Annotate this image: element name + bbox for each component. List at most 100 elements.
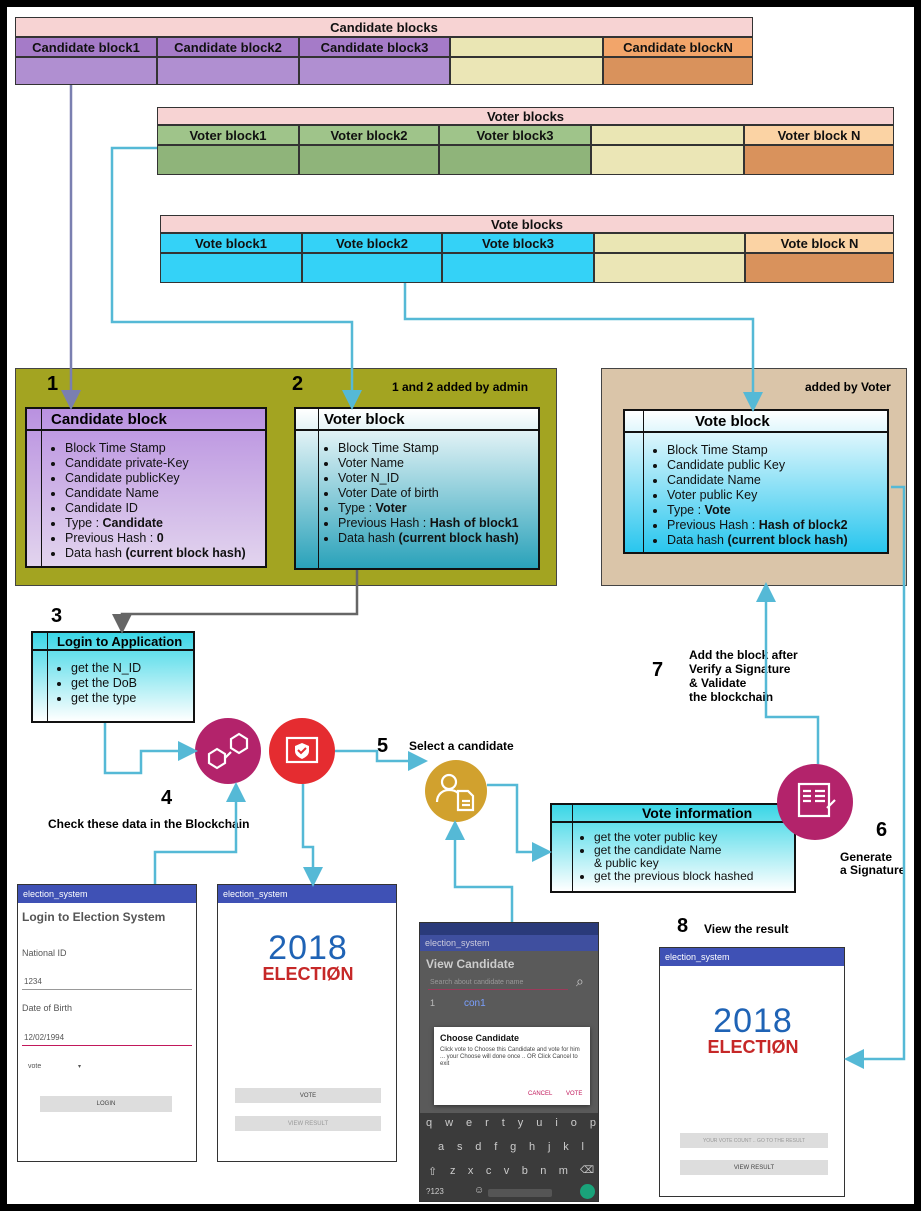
candidate-card-type: Type : Candidate bbox=[65, 516, 246, 531]
dob-field[interactable]: 12/02/1994 bbox=[24, 1033, 65, 1042]
candidate-blockN-body bbox=[603, 57, 753, 85]
voter-block-card: Voter block Block Time Stamp Voter Name … bbox=[294, 407, 540, 570]
vote-info-item: get the previous block hashed bbox=[594, 870, 753, 883]
step-6-number: 6 bbox=[876, 819, 888, 841]
candidate-phone-screen: election_system View Candidate Search ab… bbox=[419, 922, 599, 1202]
view-result-button[interactable]: VIEW RESULT bbox=[235, 1116, 381, 1131]
key[interactable]: h bbox=[529, 1141, 536, 1153]
candidate-block-card: Candidate block Block Time Stamp Candida… bbox=[25, 407, 267, 568]
candidate-block3-header: Candidate block3 bbox=[299, 37, 450, 57]
candidate-card-data-hash: Data hash (current block hash) bbox=[65, 546, 246, 561]
vote-card-item: Voter public Key bbox=[667, 488, 848, 503]
login-card-item: get the N_ID bbox=[71, 661, 141, 676]
diagram-canvas: Candidate blocks Candidate block1 Candid… bbox=[7, 7, 914, 1204]
voter-block2-header: Voter block2 bbox=[299, 125, 439, 145]
vote-button[interactable]: VOTE bbox=[235, 1088, 381, 1103]
candidate-block1-header: Candidate block1 bbox=[15, 37, 157, 57]
key[interactable]: p bbox=[589, 1117, 596, 1129]
key[interactable]: j bbox=[547, 1141, 551, 1153]
vote-phone-screen: election_system 2018 ELECTIØN VOTE VIEW … bbox=[217, 884, 397, 1162]
vote-info-list: get the voter public key get the candida… bbox=[586, 831, 753, 883]
vote-card-title: Vote block bbox=[625, 411, 887, 433]
shift-icon[interactable]: ⇧ bbox=[428, 1166, 438, 1178]
key[interactable]: i bbox=[555, 1117, 558, 1129]
key[interactable]: l bbox=[581, 1141, 584, 1153]
key[interactable]: c bbox=[485, 1165, 492, 1177]
arrow-select-to-vote-info bbox=[487, 783, 552, 862]
vote-card-item: Block Time Stamp bbox=[667, 443, 848, 458]
login-card-item: get the type bbox=[71, 691, 141, 706]
view-result-button[interactable]: VIEW RESULT bbox=[680, 1160, 828, 1175]
search-icon[interactable]: ⌕ bbox=[576, 973, 584, 989]
vote-block3-header: Vote block3 bbox=[442, 233, 594, 253]
vote-info-title: Vote information bbox=[552, 805, 794, 823]
emoji-icon[interactable]: ☺ bbox=[474, 1185, 485, 1196]
dialog-vote-button[interactable]: VOTE bbox=[566, 1091, 583, 1097]
enter-key[interactable] bbox=[580, 1184, 595, 1199]
choose-candidate-dialog: Choose Candidate Click vote to Choose th… bbox=[434, 1027, 590, 1105]
vote-card-item: Candidate Name bbox=[667, 473, 848, 488]
vote-info-card: Vote information get the voter public ke… bbox=[550, 803, 796, 893]
chevron-down-icon[interactable]: ▾ bbox=[78, 1064, 82, 1070]
national-id-label: National ID bbox=[22, 948, 67, 958]
key[interactable]: a bbox=[438, 1141, 445, 1153]
vote-card-prev-hash: Previous Hash : Hash of block2 bbox=[667, 518, 848, 533]
step-8-number: 8 bbox=[677, 915, 689, 937]
arrow-vote-to-card bbox=[403, 283, 763, 412]
key[interactable]: f bbox=[494, 1141, 498, 1153]
key[interactable]: z bbox=[450, 1165, 456, 1177]
app-bar: election_system bbox=[420, 935, 598, 951]
key[interactable]: b bbox=[521, 1165, 528, 1177]
dialog-cancel-button[interactable]: CANCEL bbox=[528, 1091, 553, 1097]
vote-info-item: get the candidate Name & public key bbox=[594, 844, 753, 870]
key[interactable]: d bbox=[475, 1141, 482, 1153]
key[interactable]: w bbox=[445, 1117, 454, 1129]
key[interactable]: g bbox=[510, 1141, 517, 1153]
vote-block-gap-header bbox=[594, 233, 745, 253]
login-button[interactable]: LOGIN bbox=[40, 1096, 172, 1112]
arrow-signature-to-vote-card bbox=[756, 582, 820, 764]
voter-block1-header: Voter block1 bbox=[157, 125, 299, 145]
vote-block2-body bbox=[302, 253, 442, 283]
key[interactable]: u bbox=[536, 1117, 543, 1129]
key[interactable]: k bbox=[563, 1141, 569, 1153]
vote-card-type: Type : Vote bbox=[667, 503, 848, 518]
candidate-row-name[interactable]: con1 bbox=[464, 998, 486, 1009]
key[interactable]: e bbox=[466, 1117, 473, 1129]
vote-blocks-title: Vote blocks bbox=[160, 215, 894, 233]
key[interactable]: v bbox=[503, 1165, 510, 1177]
vote-block2-header: Vote block2 bbox=[302, 233, 442, 253]
key[interactable]: q bbox=[426, 1117, 433, 1129]
vote-card-list: Block Time Stamp Candidate public Key Ca… bbox=[659, 443, 848, 548]
key[interactable]: y bbox=[517, 1117, 524, 1129]
vote-count-button[interactable]: YOUR VOTE COUNT .. GO TO THE RESULT bbox=[680, 1133, 828, 1148]
candidate-card-item: Candidate publicKey bbox=[65, 471, 246, 486]
key[interactable]: t bbox=[501, 1117, 505, 1129]
candidate-card-item: Candidate ID bbox=[65, 501, 246, 516]
vote-block3-body bbox=[442, 253, 594, 283]
dialog-title: Choose Candidate bbox=[440, 1033, 520, 1043]
voter-card-list: Block Time Stamp Voter Name Voter N_ID V… bbox=[330, 441, 519, 546]
login-card-title: Login to Application bbox=[33, 633, 193, 651]
space-bar[interactable] bbox=[488, 1189, 552, 1197]
voter-blockN-body bbox=[744, 145, 894, 175]
step-6-label: Generate a Signature bbox=[840, 850, 906, 877]
key[interactable]: r bbox=[485, 1117, 489, 1129]
key[interactable]: n bbox=[540, 1165, 547, 1177]
login-card-list: get the N_ID get the DoB get the type bbox=[63, 661, 141, 706]
key[interactable]: x bbox=[467, 1165, 474, 1177]
candidate-block-gap-header bbox=[450, 37, 603, 57]
vote-card-item: Candidate public Key bbox=[667, 458, 848, 473]
key[interactable]: m bbox=[558, 1165, 568, 1177]
backspace-icon[interactable]: ⌫ bbox=[580, 1165, 595, 1176]
key[interactable]: s bbox=[456, 1141, 463, 1153]
app-bar: election_system bbox=[18, 885, 196, 903]
symbols-key[interactable]: ?123 bbox=[426, 1187, 444, 1196]
type-select[interactable]: vote bbox=[28, 1063, 42, 1070]
key[interactable]: o bbox=[570, 1117, 577, 1129]
election-word: ELECTIØN bbox=[262, 964, 354, 984]
candidate-search-input[interactable]: Search about candidate name bbox=[430, 979, 524, 986]
vote-block-gap-body bbox=[594, 253, 745, 283]
step-8-label: View the result bbox=[704, 922, 789, 936]
national-id-field[interactable]: 1234 bbox=[24, 977, 42, 986]
